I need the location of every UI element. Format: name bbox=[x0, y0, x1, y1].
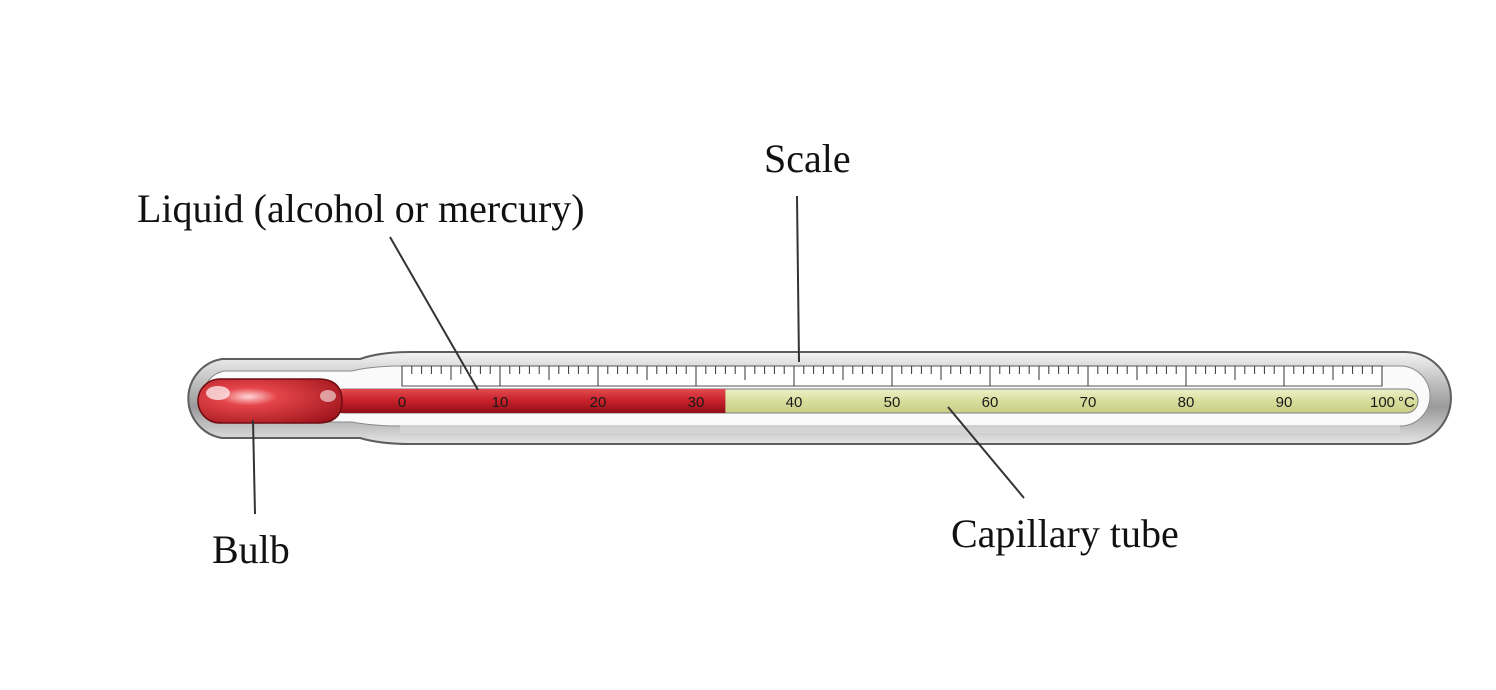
capillary-label: Capillary tube bbox=[951, 511, 1179, 556]
liquid-leader-line bbox=[389, 236, 479, 391]
scale-number: 40 bbox=[786, 394, 803, 411]
scale-number: 50 bbox=[884, 394, 901, 411]
scale-numbers: 0 10 20 30 40 50 60 70 80 90 100°C bbox=[398, 394, 1415, 411]
scale-number: 20 bbox=[590, 394, 607, 411]
bulb-label: Bulb bbox=[212, 527, 290, 572]
liquid-label: Liquid (alcohol or mercury) bbox=[137, 186, 585, 231]
bulb-highlight bbox=[206, 386, 230, 400]
scale-number: 80 bbox=[1178, 394, 1195, 411]
scale-number: 90 bbox=[1276, 394, 1293, 411]
scale-number: 100 bbox=[1370, 394, 1395, 411]
bulb bbox=[197, 378, 343, 424]
scale-number: 70 bbox=[1080, 394, 1097, 411]
scale-number: 60 bbox=[982, 394, 999, 411]
bulb-leader-line bbox=[252, 419, 256, 515]
scale-number: 10 bbox=[492, 394, 509, 411]
scale-number: 30 bbox=[688, 394, 705, 411]
scale-ticks bbox=[401, 366, 1383, 386]
scale-unit: °C bbox=[1398, 394, 1415, 411]
scale-number: 0 bbox=[398, 394, 406, 411]
capillary-leader-line bbox=[947, 406, 1025, 499]
bulb-highlight-2 bbox=[320, 390, 336, 402]
glass-reflection bbox=[400, 425, 1400, 433]
scale-leader-line bbox=[796, 195, 800, 363]
scale-label: Scale bbox=[764, 136, 851, 181]
liquid-column bbox=[332, 389, 726, 413]
